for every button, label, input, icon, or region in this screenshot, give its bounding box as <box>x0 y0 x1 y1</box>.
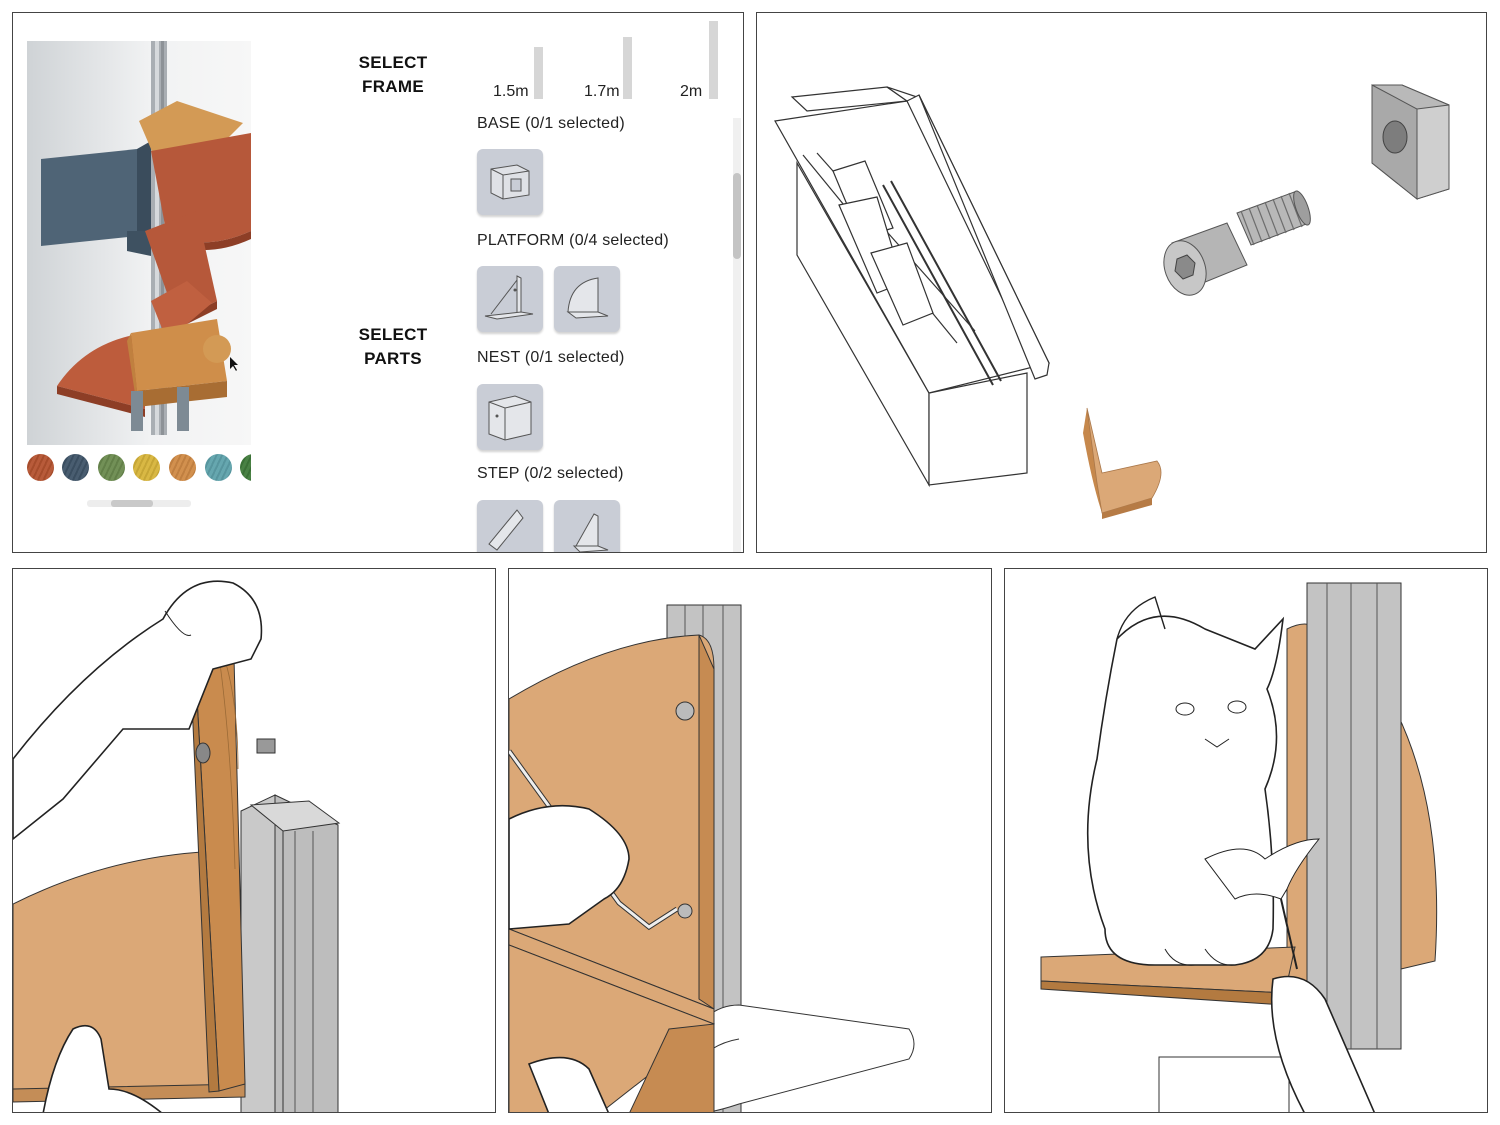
frame-height-bar <box>534 47 543 99</box>
section-step-title: STEP (0/2 selected) <box>477 465 624 482</box>
part-nest[interactable] <box>477 384 543 450</box>
color-swatch-orange[interactable] <box>169 454 196 481</box>
wood-corner-bracket-icon <box>1083 407 1162 519</box>
part-step-triangle[interactable] <box>554 500 620 552</box>
section-platform-title: PLATFORM (0/4 selected) <box>477 232 669 249</box>
step-triangle-icon <box>572 513 609 552</box>
cat-tree-3d-preview[interactable] <box>27 41 251 445</box>
platform-quarter-round-icon <box>566 277 609 319</box>
section-base-title: BASE (0/1 selected) <box>477 115 625 132</box>
nest-box-icon <box>488 395 532 441</box>
color-swatch-red[interactable] <box>27 454 54 481</box>
part-platform-quarter-round[interactable] <box>554 266 620 332</box>
frame-option-label: 1.5m <box>493 83 529 100</box>
part-base[interactable] <box>477 149 543 215</box>
frame-option-label: 2m <box>680 83 703 100</box>
color-swatch-green[interactable] <box>98 454 125 481</box>
platform-l-bracket-icon <box>484 275 534 320</box>
color-swatch-blue[interactable] <box>62 454 89 481</box>
hand-tightening-bolt-with-hex-key-illustration <box>509 604 915 1112</box>
bolt-icon <box>1163 190 1311 296</box>
frame-height-bar <box>623 37 632 99</box>
frame-height-bar <box>709 21 718 99</box>
section-nest-title: NEST (0/1 selected) <box>477 349 625 366</box>
packaging-box-with-bolt-and-tnut-illustration <box>774 84 1450 519</box>
select-parts-label: SELECT PARTS <box>358 325 428 368</box>
base-part-icon <box>490 164 530 200</box>
step-angled-icon <box>488 509 524 551</box>
parts-scrollbar-thumb[interactable] <box>733 173 741 259</box>
part-platform-l-bracket[interactable] <box>477 266 543 332</box>
hands-attaching-wood-panel-to-aluminum-profile-illustration <box>13 580 341 1112</box>
assembly-step-3-panel <box>1004 568 1488 1113</box>
tnut-icon <box>1371 84 1450 201</box>
assembly-step-1-panel <box>12 568 496 1113</box>
assembly-step-2-panel <box>508 568 992 1113</box>
color-swatch-teal[interactable] <box>205 454 232 481</box>
select-frame-label: SELECT FRAME <box>358 53 428 96</box>
swatch-scrollbar[interactable] <box>87 500 191 507</box>
part-step-angled[interactable] <box>477 500 543 552</box>
swatch-scrollbar-thumb[interactable] <box>111 500 153 507</box>
frame-option-label: 1.7m <box>584 83 620 100</box>
color-swatch-dark-green[interactable] <box>240 454 251 481</box>
parts-scrollbar[interactable] <box>733 118 741 552</box>
color-swatch-row <box>27 454 251 484</box>
color-swatch-yellow[interactable] <box>133 454 160 481</box>
configurator-panel: SELECT FRAME SELECT PARTS 1.5m 1.7m 2m B… <box>12 12 744 553</box>
cat-sitting-on-platform-with-feather-toy-illustration <box>1040 582 1438 1112</box>
packaging-illustration-panel <box>756 12 1487 553</box>
cat-tree-3d-preview-icon <box>41 41 251 435</box>
